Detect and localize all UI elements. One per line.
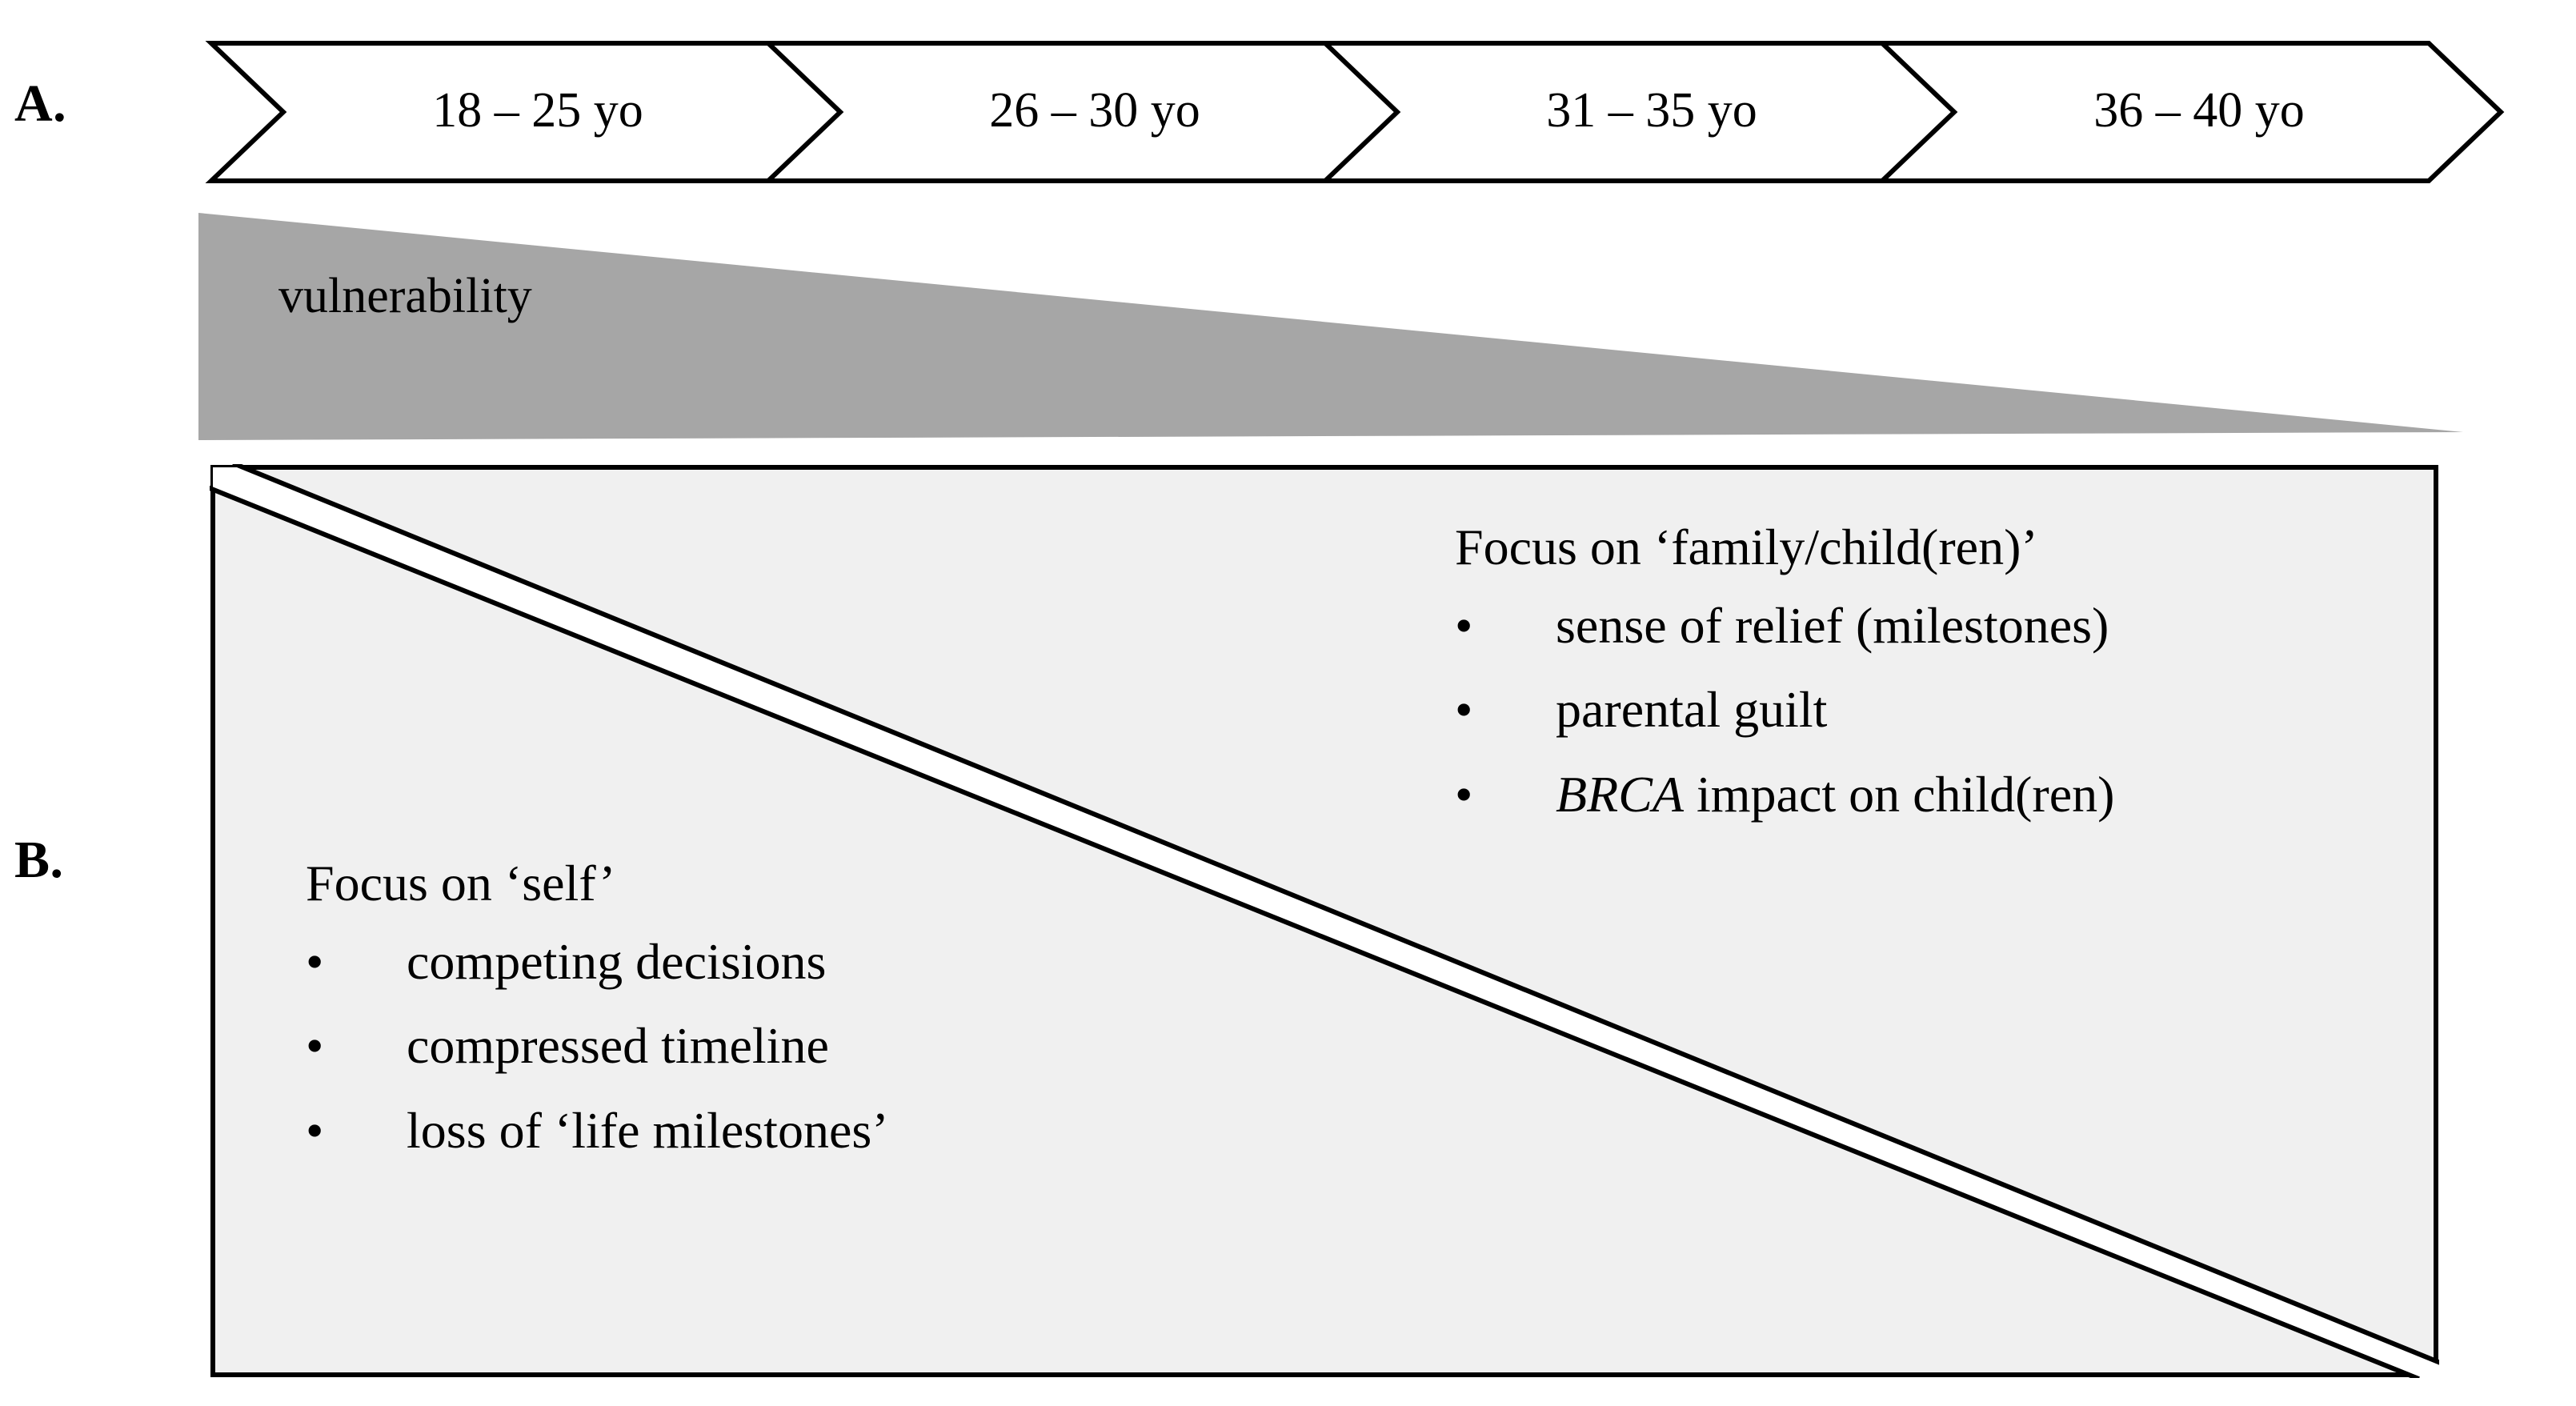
chevron-stage-2-label: 26 – 30 yo [989,83,1200,138]
focus-family-item-2: • parental guilt [1455,681,2471,739]
chevron-stage-4-label: 36 – 40 yo [2093,83,2305,138]
bullet-icon: • [1455,766,1473,823]
focus-self-item-1-text: competing decisions [407,932,827,990]
panel-label-b: B. [14,831,64,889]
chevron-stage-1-label: 18 – 25 yo [432,83,643,138]
focus-self-block: Focus on ‘self’ • competing decisions • … [306,855,1330,1160]
focus-self-list: • competing decisions • compressed timel… [306,933,1330,1160]
bullet-icon: • [1455,596,1473,654]
focus-self-item-1: • competing decisions [306,933,1330,991]
focus-family-item-3: • BRCA impact on child(ren) [1455,766,2471,823]
panel-b-divider-line-lower [210,485,2420,1378]
focus-family-item-3-gene: BRCA [1556,766,1684,823]
age-stage-chevron-timeline: 18 – 25 yo 26 – 30 yo 31 – 35 yo 36 – 40… [202,35,2510,189]
chevron-stage-4-shape [1876,41,2505,183]
focus-family-item-2-text: parental guilt [1556,681,1828,739]
chevron-stage-2[interactable]: 26 – 30 yo [762,41,1411,183]
bullet-icon: • [1455,681,1473,739]
panel-b-split-box [210,464,2439,1378]
panel-b-divider-line-upper [232,464,2439,1365]
panel-b-box-svg [210,464,2439,1378]
panel-b-divider-band [213,467,2439,1378]
panel-label-a: A. [14,74,67,133]
vulnerability-wedge-svg: vulnerability [198,213,2463,440]
focus-family-item-3-text: impact on child(ren) [1683,766,2115,823]
focus-self-item-2-text: compressed timeline [407,1017,829,1075]
chevron-stage-1[interactable]: 18 – 25 yo [205,41,854,183]
chevron-stage-3-label: 31 – 35 yo [1546,83,1757,138]
bullet-icon: • [306,1102,324,1160]
chevron-timeline-svg: 18 – 25 yo 26 – 30 yo 31 – 35 yo 36 – 40… [205,41,2505,183]
chevron-stage-4[interactable]: 36 – 40 yo [1876,41,2505,183]
bullet-icon: • [306,1017,324,1075]
vulnerability-label: vulnerability [278,269,532,323]
focus-self-item-2: • compressed timeline [306,1017,1330,1075]
focus-family-heading: Focus on ‘family/child(ren)’ [1455,519,2038,575]
focus-self-heading: Focus on ‘self’ [306,855,616,911]
chevron-stage-3[interactable]: 31 – 35 yo [1319,41,1968,183]
vulnerability-wedge-shape [198,213,2463,440]
focus-self-item-3: • loss of ‘life milestones’ [306,1102,1330,1160]
focus-family-list: • sense of relief (milestones) • parenta… [1455,597,2471,823]
bullet-icon: • [306,932,324,990]
vulnerability-wedge: vulnerability [192,206,2469,447]
focus-family-block: Focus on ‘family/child(ren)’ • sense of … [1455,519,2471,823]
focus-self-item-3-text: loss of ‘life milestones’ [407,1102,889,1160]
focus-family-item-1-text: sense of relief (milestones) [1556,596,2109,654]
focus-family-item-1: • sense of relief (milestones) [1455,597,2471,655]
